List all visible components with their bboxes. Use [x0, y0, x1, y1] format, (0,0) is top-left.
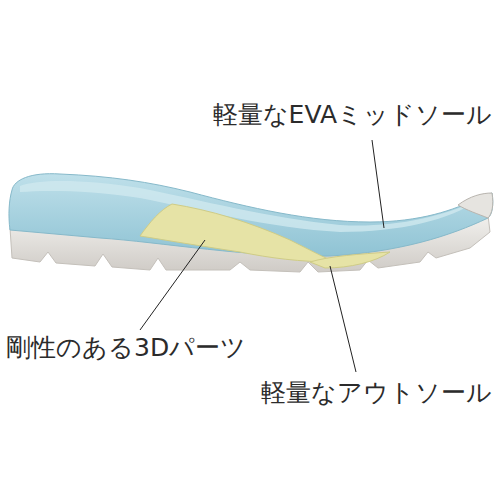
rigid-3d-part-front — [310, 252, 390, 268]
toe-cup — [458, 193, 493, 218]
callout-label: 軽量なEVAミッドソール — [213, 100, 492, 130]
leader-line — [372, 140, 384, 228]
rigid-3d-part — [140, 204, 335, 262]
leader-line — [140, 240, 205, 330]
leader-line — [330, 266, 356, 372]
callout-label: 剛性のある3Dパーツ — [6, 333, 246, 363]
callout-label: 軽量なアウトソール — [261, 378, 492, 408]
